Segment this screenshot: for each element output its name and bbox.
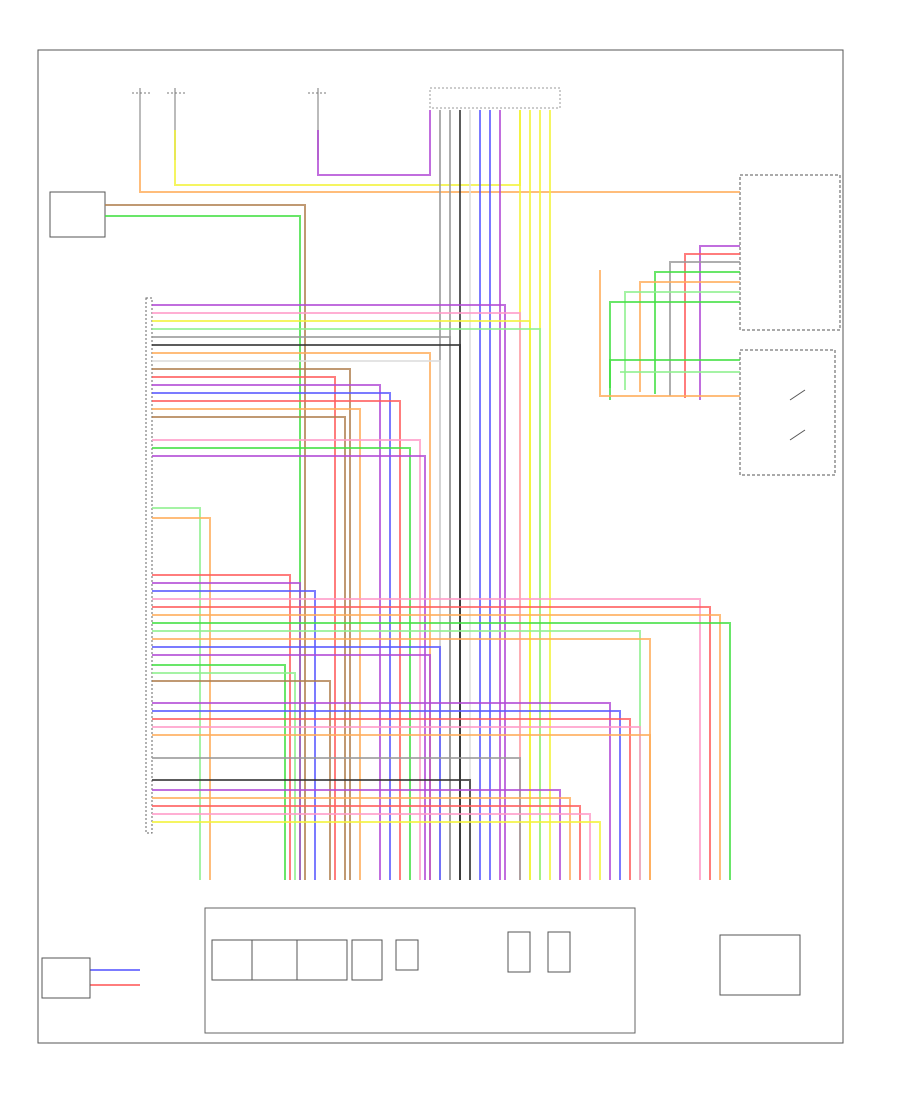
wire-tcm-11	[152, 384, 381, 880]
wire-tcm-40	[152, 757, 521, 880]
wire-meter-3	[669, 261, 740, 396]
wire-meter-7	[609, 301, 740, 388]
wire-tcm-43	[152, 797, 571, 880]
wire-tcm-19	[152, 507, 201, 880]
wire-tcm-3	[152, 320, 531, 880]
wire-tcm-14	[152, 408, 361, 880]
comp-6	[507, 931, 531, 973]
comp-4	[351, 939, 383, 981]
wire-tcm-1	[152, 304, 506, 880]
wire-tcm-45	[152, 813, 591, 880]
wire-left-brown	[105, 204, 306, 880]
wire-tcm-35	[152, 702, 611, 880]
switch-box	[739, 349, 836, 476]
wire-tcm-30	[152, 646, 441, 880]
combination-meter	[739, 174, 841, 331]
wire-tcm-10	[152, 376, 336, 880]
wire-tcm-32	[152, 664, 286, 880]
bottom-left-box	[41, 957, 91, 999]
wire-switch-1	[609, 359, 740, 400]
wire-tcm-25	[152, 606, 711, 880]
wire-meter-4	[654, 271, 740, 394]
bottom-components	[204, 907, 801, 1034]
comp-8	[719, 934, 801, 996]
wire-tcm-41	[152, 779, 471, 880]
comp-1	[211, 939, 253, 981]
wire-tcm-28	[152, 630, 641, 880]
diagram-frame	[37, 49, 844, 1044]
wire-meter-2	[684, 253, 740, 398]
wire-top-violet	[317, 110, 431, 176]
comp-5	[395, 939, 419, 971]
wire-tcm-24	[152, 598, 701, 880]
wire-tcm-15	[152, 416, 346, 880]
wire-tcm-38	[152, 726, 641, 880]
bottom-harness-frame	[204, 907, 636, 1034]
wire-tcm-13	[152, 400, 401, 880]
top-right-junction	[429, 87, 561, 109]
left-module	[49, 191, 106, 238]
wire-tcm-36	[152, 710, 621, 880]
wire-tcm-12	[152, 392, 391, 880]
wire-meter-6	[624, 291, 740, 390]
wire-harness	[90, 110, 740, 986]
wire-tcm-9	[152, 368, 351, 880]
wire-switch-3	[599, 270, 740, 397]
wire-tcm-18	[152, 455, 426, 880]
wire-tcm-44	[152, 805, 581, 880]
wire-tcm-6	[152, 344, 461, 880]
wire-tcm-27	[152, 622, 731, 880]
wire-tcm-5	[152, 336, 451, 880]
wire-tcm-4	[152, 328, 541, 880]
fuse-box-1	[132, 88, 185, 160]
wire-meter-1	[699, 245, 740, 400]
wire-tcm-37	[152, 718, 631, 880]
wire-meter-5	[639, 281, 740, 392]
wire-tcm-20	[152, 517, 211, 880]
wire-tcm-21	[152, 574, 291, 880]
wire-tcm-16	[152, 439, 421, 880]
wire-tcm-46	[152, 821, 601, 880]
wire-tcm-22	[152, 582, 301, 880]
wire-tcm-39	[152, 734, 651, 880]
wire-tcm-26	[152, 614, 721, 880]
wire-tcm-42	[152, 789, 561, 880]
wire-tcm-2	[152, 312, 521, 880]
wire-top-yellow	[174, 110, 521, 186]
comp-3	[296, 939, 348, 981]
comp-2	[251, 939, 298, 981]
comp-7	[547, 931, 571, 973]
wire-tcm-23	[152, 590, 316, 880]
tcm-connector	[145, 297, 153, 834]
wire-tcm-33	[152, 672, 296, 880]
